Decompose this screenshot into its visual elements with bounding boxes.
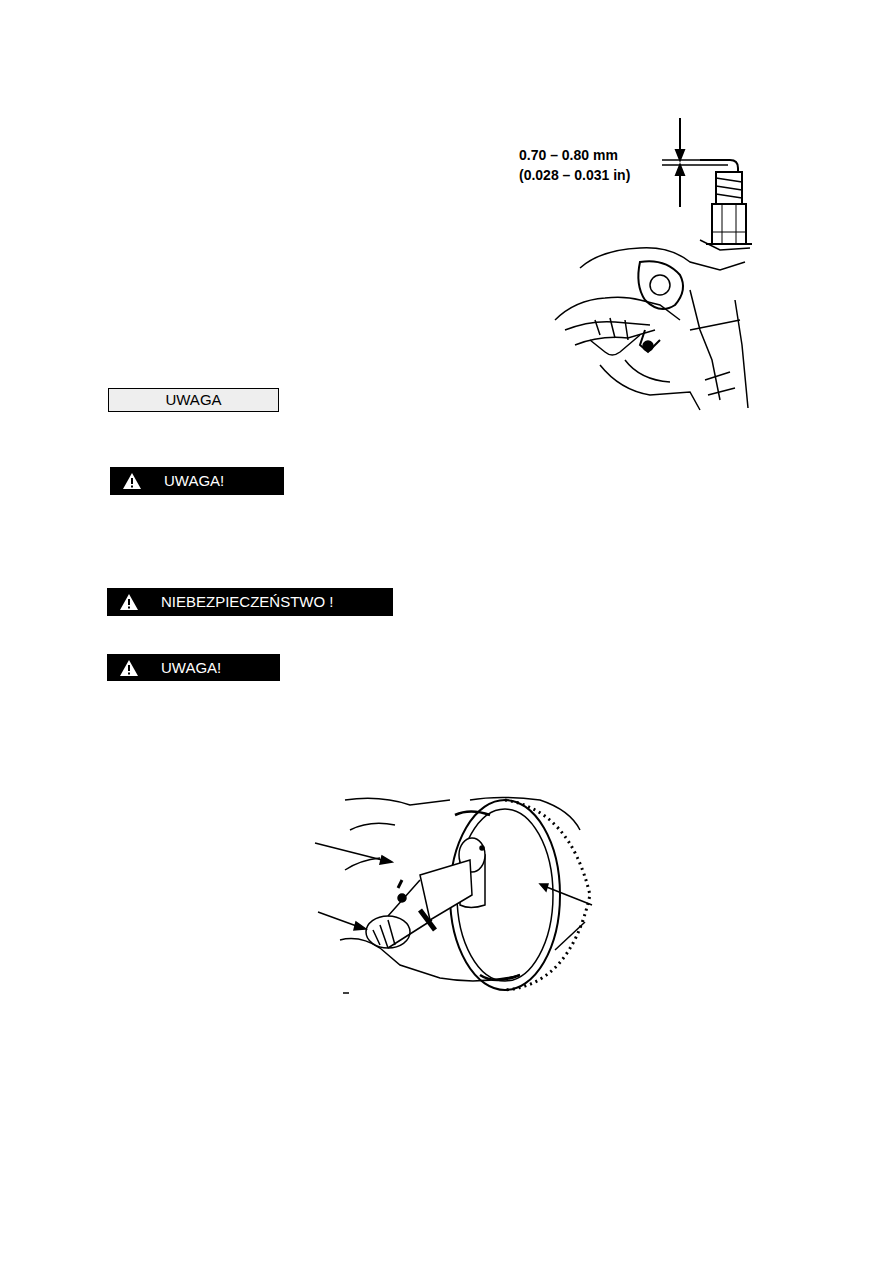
warning-text: NIEBEZPIECZEŃSTWO ! — [161, 593, 334, 611]
warning-text: UWAGA — [165, 391, 221, 409]
spark-arrester — [315, 798, 592, 994]
notice-box: UWAGA — [108, 388, 279, 412]
warning-box: UWAGA! — [110, 467, 284, 495]
warning-text: UWAGA! — [161, 659, 221, 677]
hand-wrench — [555, 240, 750, 410]
warning-icon — [119, 593, 139, 611]
warning-box: UWAGA! — [107, 654, 280, 681]
dimension-label: (0.028 – 0.031 in) — [519, 166, 630, 184]
warning-icon — [119, 659, 139, 677]
spark-plug-gap — [662, 118, 752, 244]
warning-box: NIEBEZPIECZEŃSTWO ! — [107, 588, 393, 616]
warning-icon — [122, 472, 142, 490]
dimension-label: 0.70 – 0.80 mm — [519, 146, 618, 164]
warning-text: UWAGA! — [164, 472, 224, 490]
